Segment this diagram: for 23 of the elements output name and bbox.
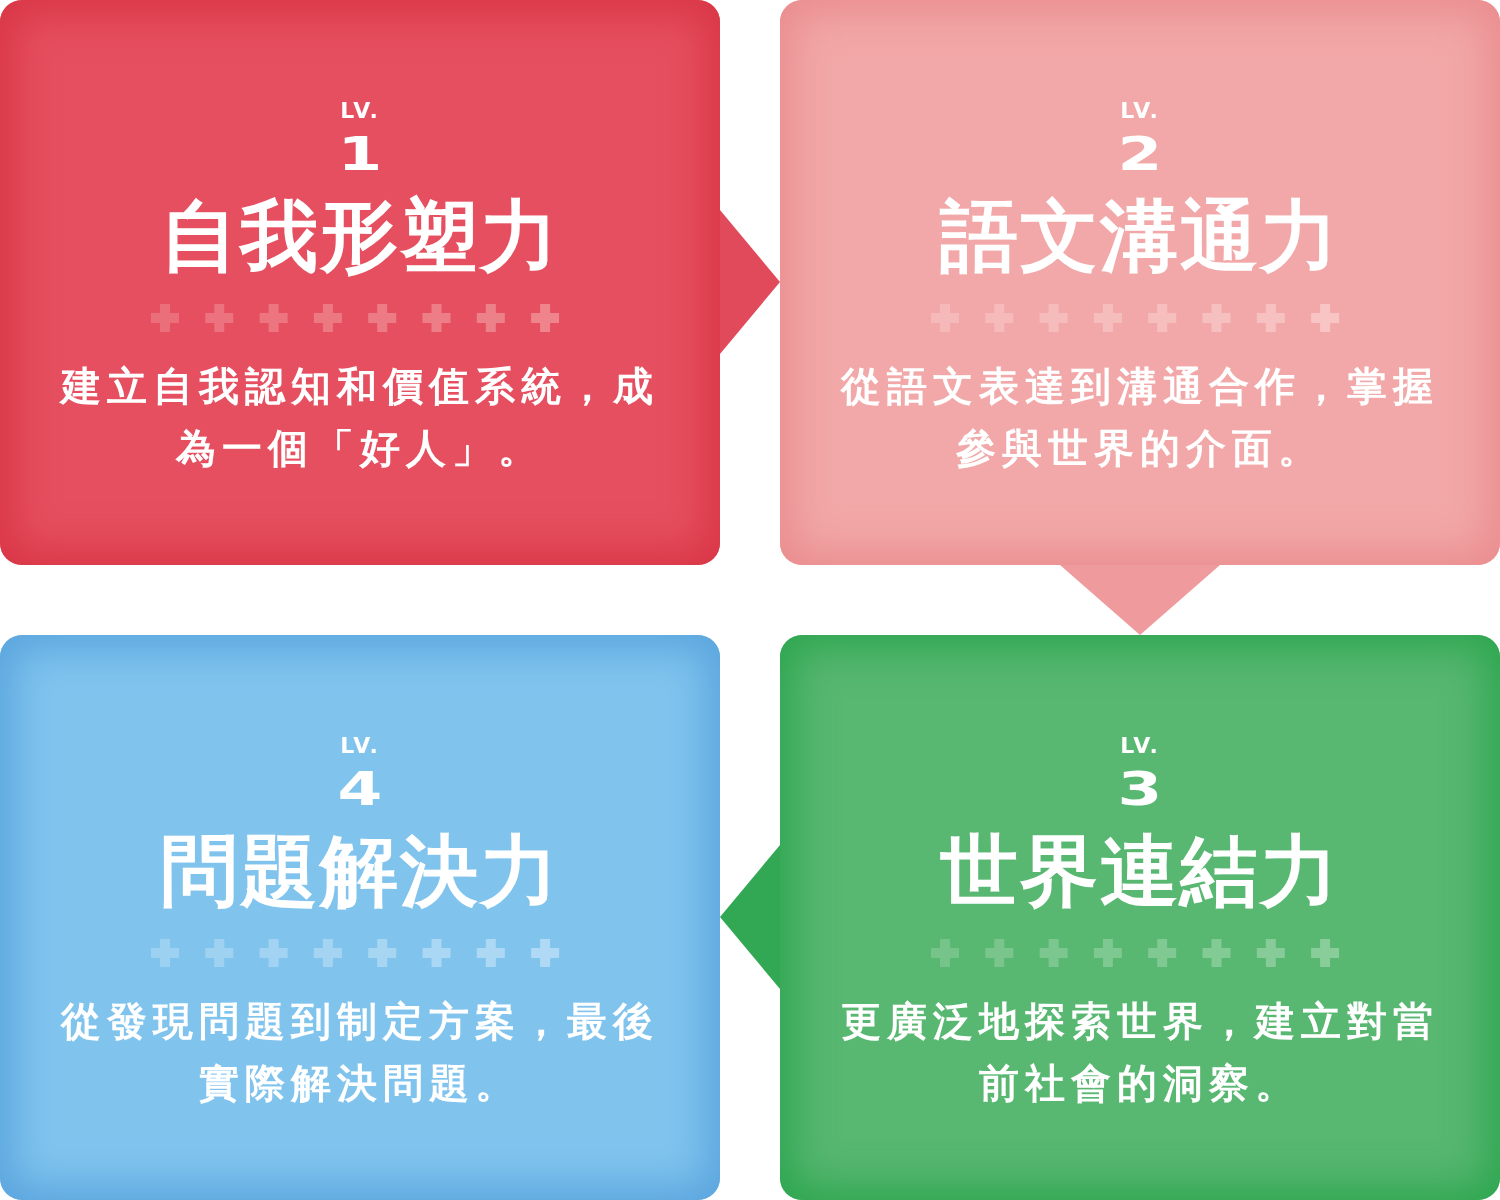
speech-bubble-card xyxy=(780,0,1500,565)
card-title: 問題解決力 xyxy=(159,825,561,918)
card-title: 語文溝通力 xyxy=(938,190,1341,283)
speech-bubble-card xyxy=(780,635,1500,1200)
level-label: LV. xyxy=(1119,98,1161,123)
speech-bubble-card xyxy=(0,0,720,565)
card-title: 世界連結力 xyxy=(939,825,1341,918)
level-label: LV. xyxy=(339,733,381,758)
card-description: 從語文表達到溝通合作，掌握參與世界的介面。 xyxy=(840,362,1440,473)
level-number: 4 xyxy=(336,763,384,815)
speech-bubble-tail xyxy=(720,210,780,354)
card-description: 更廣泛地探索世界，建立對當前社會的洞察。 xyxy=(840,997,1440,1108)
card-title: 自我形塑力 xyxy=(159,190,561,283)
level-number: 3 xyxy=(1116,763,1164,815)
speech-bubble-tail xyxy=(1060,565,1220,635)
level-number: 2 xyxy=(1116,128,1164,180)
level-label: LV. xyxy=(339,98,381,123)
level-label: LV. xyxy=(1119,733,1161,758)
card-description: 建立自我認知和價值系統，成為一個「好人」。 xyxy=(60,362,660,473)
speech-bubble-card xyxy=(0,635,720,1200)
card-description: 從發現問題到制定方案，最後實際解決問題。 xyxy=(60,997,660,1108)
level-number: 1 xyxy=(336,128,384,180)
speech-bubble-tail xyxy=(720,845,780,989)
